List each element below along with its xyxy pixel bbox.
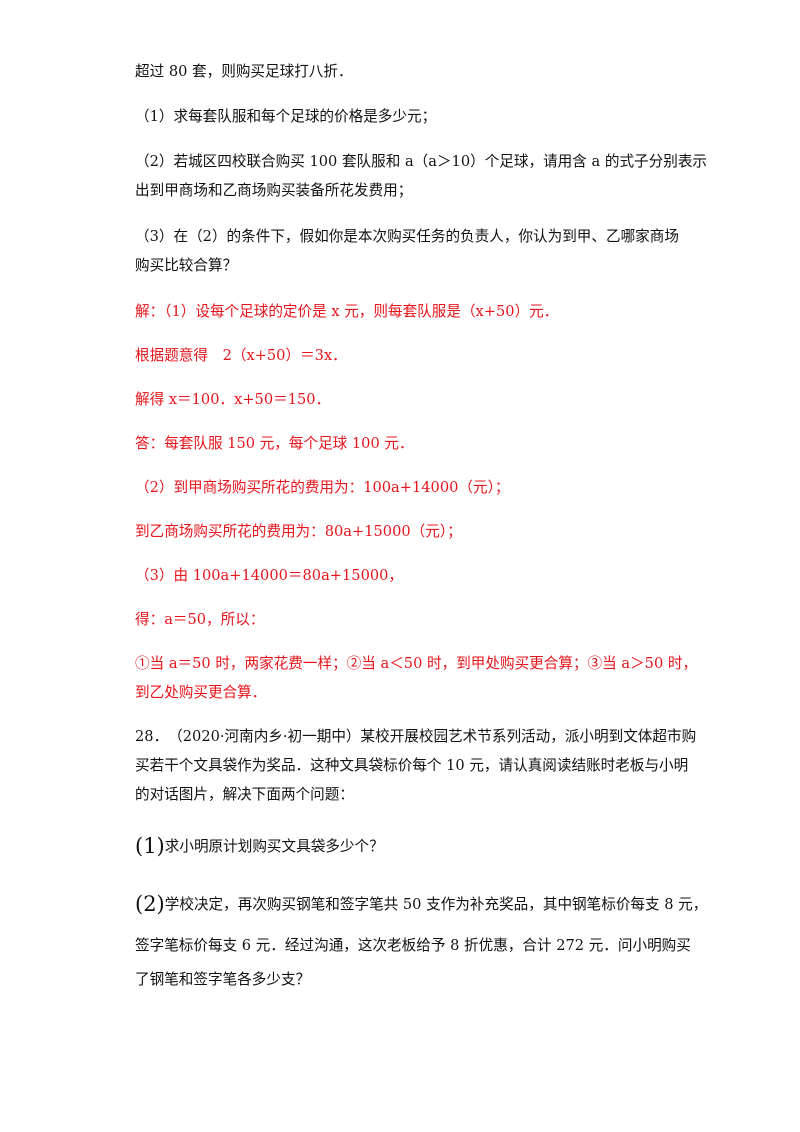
sub-question-text: 学校决定，再次购买钢笔和签字笔共 50 支作为补充奖品，其中钢笔标价每支 8 元… xyxy=(164,896,708,913)
sub-question-text: 求小明原计划购买文具袋多少个？ xyxy=(164,838,384,855)
answer-line: 解：（1）设每个足球的定价是 x 元，则每套队服是（x+50）元． xyxy=(135,303,559,320)
answer-line: 到乙商场购买所花的费用为：80a+15000（元）； xyxy=(135,523,462,540)
sub-question-1: (1)求小明原计划购买文具袋多少个？ xyxy=(135,834,384,857)
sub-question-1: （1）求每套队服和每个足球的价格是多少元； xyxy=(135,108,437,125)
sub-question-3-line-1: （3）在（2）的条件下，假如你是本次购买任务的负责人，你认为到甲、乙哪家商场 xyxy=(135,228,679,245)
question-28-line-3: 的对话图片，解决下面两个问题： xyxy=(135,786,354,803)
answer-line: （3）由 100a+14000＝80a+15000， xyxy=(135,567,404,584)
question-28-line-2: 买若干个文具袋作为奖品．这种文具袋标价每个 10 元，请认真阅读结账时老板与小明 xyxy=(135,757,689,774)
sub-question-3-line-2: 购买比较合算？ xyxy=(135,257,238,274)
sub-question-2-line-3: 了钢笔和签字笔各多少支？ xyxy=(135,971,311,988)
answer-line: 解得 x＝100．x+50＝150． xyxy=(135,391,331,408)
answer-line: 得：a＝50，所以： xyxy=(135,611,265,628)
sub-question-2-line-1: (2)学校决定，再次购买钢笔和签字笔共 50 支作为补充奖品，其中钢笔标价每支 … xyxy=(135,892,707,915)
answer-line: （2）到甲商场购买所花的费用为：100a+14000（元）； xyxy=(135,479,510,496)
sub-question-number: (2) xyxy=(135,892,165,916)
text-line: 超过 80 套，则购买足球打八折． xyxy=(135,63,353,80)
sub-question-number: (1) xyxy=(135,834,165,858)
sub-question-2-line-2: 出到甲商场和乙商场购买装备所花发费用； xyxy=(135,182,413,199)
answer-line: ①当 a＝50 时，两家花费一样；②当 a＜50 时，到甲处购买更合算；③当 a… xyxy=(135,655,698,672)
answer-line: 答：每套队服 150 元，每个足球 100 元． xyxy=(135,435,414,452)
answer-line: 到乙处购买更合算． xyxy=(135,684,267,701)
sub-question-2-line-2: 签字笔标价每支 6 元．经过沟通，这次老板给予 8 折优惠，合计 272 元．问… xyxy=(135,937,691,954)
answer-line: 根据题意得 2（x+50）＝3x． xyxy=(135,347,347,364)
sub-question-2-line-1: （2）若城区四校联合购买 100 套队服和 a（a＞10）个足球，请用含 a 的… xyxy=(135,153,708,170)
question-28-line-1: 28． （2020·河南内乡·初一期中）某校开展校园艺术节系列活动，派小明到文体… xyxy=(135,728,697,745)
